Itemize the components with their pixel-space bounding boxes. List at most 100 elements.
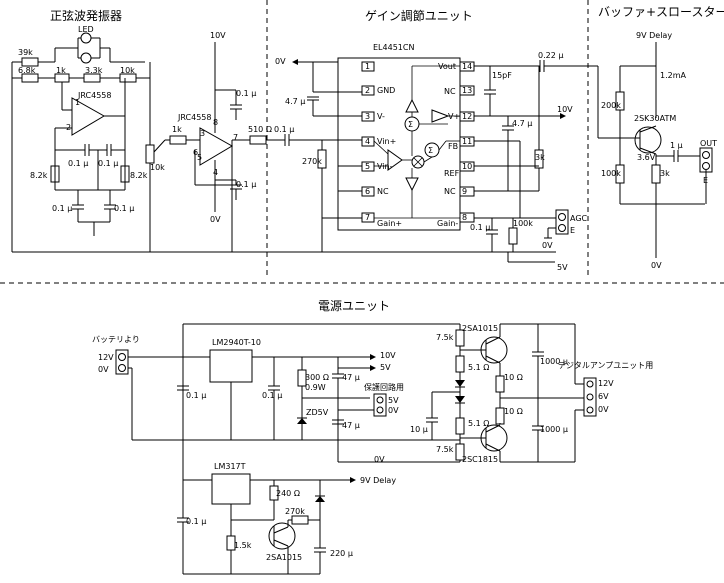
svg-text:7: 7 [233,133,238,142]
svg-text:Σ: Σ [428,146,433,155]
svg-text:15pF: 15pF [492,71,512,80]
svg-text:0.1 μ: 0.1 μ [470,223,490,232]
svg-text:LED: LED [78,25,94,34]
svg-text:GND: GND [377,86,395,95]
svg-text:2SA1015: 2SA1015 [266,553,302,562]
svg-text:11: 11 [462,137,472,146]
svg-text:NC: NC [444,187,456,196]
svg-text:220 μ: 220 μ [330,549,353,558]
svg-text:8: 8 [213,118,218,127]
svg-text:0.1 μ: 0.1 μ [236,180,256,189]
svg-text:0.22 μ: 0.22 μ [538,51,563,60]
svg-text:6: 6 [365,187,370,196]
svg-text:0.1 μ: 0.1 μ [52,204,72,213]
svg-text:4: 4 [365,137,370,146]
ic-right-pins: 14 13 12 11 10 9 8 Vout NC V+ FB REF NC … [437,61,475,228]
svg-text:3k: 3k [660,169,670,178]
title-gain-unit: ゲイン調節ユニット [365,8,473,23]
svg-text:2SK30ATM: 2SK30ATM [634,114,676,123]
svg-text:1.2mA: 1.2mA [660,71,687,80]
gain-unit-circuit: EL4451CN 1 2 3 4 5 6 7 GND V- Vin+ Vin- … [275,43,632,272]
svg-text:V+: V+ [448,112,460,121]
title-power-unit: 電源ユニット [318,299,390,313]
svg-text:9V Delay: 9V Delay [360,476,396,485]
svg-text:10V: 10V [557,105,573,114]
svg-text:EL4451CN: EL4451CN [373,43,414,52]
protection-terminal [373,393,387,417]
svg-text:Vin+: Vin+ [377,137,396,146]
svg-text:0V: 0V [651,261,662,270]
svg-text:V-: V- [377,112,385,121]
svg-text:47 μ: 47 μ [342,373,360,382]
oscillator-circuit: 1 2 3 5 8 4 7 6 [11,25,555,263]
svg-text:10k: 10k [120,66,135,75]
svg-text:FB: FB [448,142,458,151]
el4451-ic-body [337,57,461,231]
svg-text:14: 14 [462,62,472,71]
svg-text:10 μ: 10 μ [410,425,428,434]
svg-text:240 Ω: 240 Ω [276,489,300,498]
svg-text:3k: 3k [535,153,545,162]
buffer-circuit: 9V Delay 1.2mA 200k 2SK30ATM 3.6V 1 μ OU… [601,31,717,270]
svg-text:5: 5 [365,162,370,171]
svg-text:10: 10 [462,162,472,171]
svg-text:Gain-: Gain- [437,219,458,228]
svg-text:8.2k: 8.2k [130,171,148,180]
svg-text:270k: 270k [302,157,322,166]
svg-text:10k: 10k [150,163,165,172]
digital-amp-terminal [583,377,597,417]
svg-text:NC: NC [377,187,389,196]
ic-left-pins: 1 2 3 4 5 6 7 GND V- Vin+ Vin- NC Gain+ [361,61,402,228]
svg-text:0V: 0V [374,455,385,464]
svg-text:5V: 5V [380,363,391,372]
svg-text:6V: 6V [598,392,609,401]
svg-text:0.1 μ: 0.1 μ [262,391,282,400]
svg-text:510 Ω: 510 Ω [248,125,272,134]
svg-text:バッテリより: バッテリより [92,335,140,344]
svg-text:9V Delay: 9V Delay [636,31,672,40]
svg-text:JRC4558: JRC4558 [77,91,111,100]
svg-text:7: 7 [365,213,370,222]
svg-text:100k: 100k [601,169,621,178]
svg-text:10V: 10V [380,351,396,360]
svg-text:AGC: AGC [570,214,588,223]
svg-text:OUT: OUT [700,139,717,148]
svg-text:4.7 μ: 4.7 μ [512,119,532,128]
svg-text:0.1 μ: 0.1 μ [274,125,294,134]
svg-text:5: 5 [197,153,202,162]
svg-text:100k: 100k [513,219,533,228]
svg-text:12V: 12V [598,379,614,388]
svg-text:10 Ω: 10 Ω [504,373,523,382]
svg-text:2SC1815: 2SC1815 [462,455,498,464]
svg-text:39k: 39k [18,48,33,57]
svg-text:3.6V: 3.6V [637,153,656,162]
svg-text:REF: REF [444,169,460,178]
svg-text:0.1 μ: 0.1 μ [98,159,118,168]
svg-text:6: 6 [193,148,198,157]
svg-text:1000 μ: 1000 μ [540,357,568,366]
svg-text:3.3k: 3.3k [85,66,103,75]
svg-text:4.7 μ: 4.7 μ [285,97,305,106]
title-buffer: バッファ+スロースタート [598,5,724,19]
svg-text:0V: 0V [388,406,399,415]
svg-text:LM2940T-10: LM2940T-10 [212,338,261,347]
svg-text:0V: 0V [98,365,109,374]
svg-text:0.1 μ: 0.1 μ [186,391,206,400]
svg-text:8.2k: 8.2k [30,171,48,180]
svg-text:Gain+: Gain+ [377,219,402,228]
svg-text:8: 8 [462,213,467,222]
svg-text:Vout: Vout [438,62,456,71]
svg-text:1 μ: 1 μ [670,141,683,150]
svg-text:5V: 5V [557,263,568,272]
svg-text:47 μ: 47 μ [342,421,360,430]
svg-text:270k: 270k [285,507,305,516]
svg-text:1: 1 [75,98,80,107]
battery-terminal [115,349,129,375]
svg-text:1k: 1k [56,66,66,75]
svg-text:5.1 Ω: 5.1 Ω [468,363,489,372]
svg-text:デジタルアンプユニット用: デジタルアンプユニット用 [558,360,653,370]
svg-text:12V: 12V [98,353,114,362]
svg-text:NC: NC [444,87,456,96]
svg-text:7.5k: 7.5k [436,445,454,454]
svg-text:JRC4558: JRC4558 [177,113,211,122]
